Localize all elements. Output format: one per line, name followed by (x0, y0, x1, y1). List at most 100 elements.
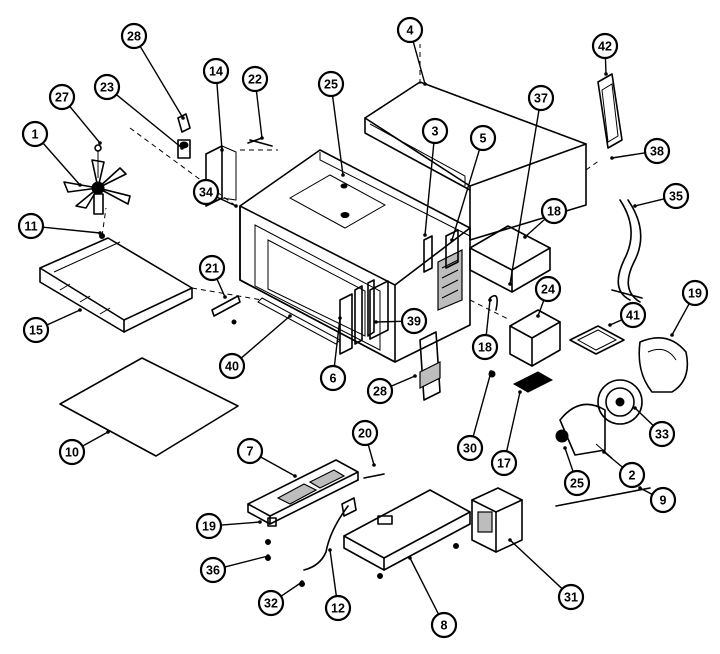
callout-circle (195, 512, 223, 540)
callout-number: 21 (205, 262, 219, 276)
callout-number: 11 (24, 220, 37, 234)
leader-line (603, 451, 624, 468)
callout-35: 35 (633, 182, 690, 210)
leader-line (216, 278, 226, 298)
callout-23: 23 (93, 73, 184, 150)
callout-number: 15 (29, 324, 43, 338)
callout-38: 38 (610, 137, 671, 165)
callout-19: 19 (670, 279, 709, 337)
callout-number: 12 (331, 602, 345, 616)
leader-arrow (180, 146, 184, 150)
leader-line (280, 581, 303, 597)
leader-line (671, 303, 690, 336)
callout-number: 37 (534, 92, 548, 106)
callout-circle (202, 57, 230, 85)
callout-18: 18 (523, 197, 568, 239)
callout-7: 7 (236, 437, 297, 478)
callout-circle (471, 333, 499, 361)
leader-arrow (604, 72, 608, 76)
callout-number: 28 (127, 30, 141, 44)
callout-circle (120, 22, 148, 50)
callout-number: 9 (660, 494, 667, 508)
leader-arrow (536, 314, 540, 318)
callout-circle (17, 212, 45, 240)
callout-circle (241, 65, 269, 93)
callout-5: 5 (450, 124, 497, 242)
callout-18: 18 (471, 298, 499, 361)
callout-number: 19 (688, 287, 702, 301)
motor-parts (177, 113, 273, 207)
callout-circle (93, 73, 121, 101)
wire-harness-part (611, 199, 643, 303)
leader-arrow (408, 556, 412, 560)
base-plate-part (343, 473, 471, 579)
callout-circle (430, 611, 458, 639)
callout-21: 21 (198, 254, 227, 299)
callout-number: 34 (199, 186, 213, 200)
leader-arrow (508, 538, 512, 542)
leader-arrow (106, 430, 110, 434)
glass-tray-part (59, 357, 239, 457)
callout-circle (319, 364, 347, 392)
callout-number: 4 (407, 24, 414, 38)
callout-number: 1 (32, 128, 39, 142)
leader-line (451, 149, 481, 241)
callout-34: 34 (192, 178, 238, 208)
callout-circle (456, 434, 484, 462)
callout-12: 12 (324, 548, 352, 622)
gasket-41-part (569, 325, 625, 355)
leader-line (564, 447, 574, 472)
callout-14: 14 (202, 57, 230, 152)
leader-line (609, 319, 623, 326)
leader-line (537, 300, 545, 317)
leader-arrow (638, 486, 642, 490)
callout-number: 3 (432, 125, 439, 139)
bracket-9-part (555, 487, 651, 507)
callout-15: 15 (22, 308, 82, 344)
leader-line (472, 371, 492, 437)
fan-blade-part (63, 144, 131, 215)
callout-20: 20 (351, 419, 379, 467)
callout-circle (534, 275, 562, 303)
leader-arrow (374, 320, 378, 324)
callout-number: 6 (330, 372, 337, 386)
callout-37: 37 (508, 84, 555, 286)
leader-line (390, 375, 416, 387)
callout-32: 32 (257, 580, 304, 617)
leader-line (611, 152, 646, 159)
callout-number: 25 (324, 78, 338, 92)
capacitor-cluster-part (469, 225, 561, 393)
leader-arrow (508, 282, 512, 286)
callout-2: 2 (602, 450, 646, 489)
leader-arrow (266, 554, 270, 558)
callout-number: 5 (480, 132, 487, 146)
callout-circle (351, 419, 379, 447)
callout-number: 8 (441, 619, 448, 633)
leader-arrow (423, 233, 427, 237)
leader-arrow (98, 231, 102, 235)
callout-circle (619, 301, 647, 329)
leader-arrow (413, 374, 417, 378)
leader-line (216, 82, 223, 151)
callout-number: 36 (206, 564, 220, 578)
leader-arrow (610, 156, 614, 160)
callout-number: 23 (100, 81, 114, 95)
leader-arrow (670, 333, 674, 337)
callout-25: 25 (317, 70, 345, 177)
leader-arrow (633, 204, 637, 208)
leader-arrow (98, 141, 102, 145)
latch-assembly-part (419, 331, 441, 401)
callout-10: 10 (58, 430, 110, 466)
callout-number: 35 (669, 190, 683, 204)
callout-number: 27 (55, 91, 69, 105)
callout-circle (662, 182, 690, 210)
callout-22: 22 (241, 65, 269, 140)
callout-number: 19 (202, 520, 216, 534)
leader-line (42, 226, 101, 234)
leader-arrow (341, 173, 345, 177)
leader-line (224, 555, 269, 568)
leader-line (375, 320, 403, 323)
leader-arrow (488, 298, 492, 302)
leader-arrow (608, 323, 612, 327)
